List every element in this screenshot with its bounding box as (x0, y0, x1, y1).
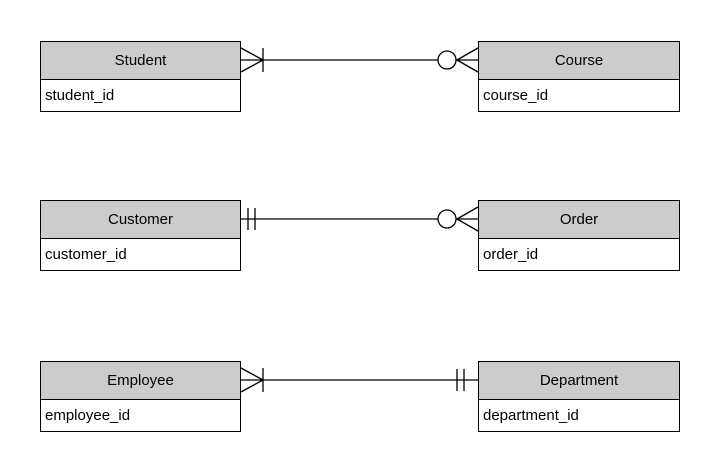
relationship-student-course (240, 47, 479, 73)
cardinality-one-or-many-icon (240, 47, 264, 73)
cardinality-exactly-one-icon (456, 369, 465, 391)
entity-course-attribute: course_id (483, 87, 549, 104)
entity-customer-attribute: customer_id (45, 246, 127, 263)
entity-course[interactable]: Course course_id (478, 41, 680, 112)
cardinality-zero-circle-icon (437, 50, 457, 70)
relationship-employee-department (240, 367, 478, 393)
entity-order[interactable]: Order order_id (478, 200, 680, 271)
cardinality-one-or-many-icon (240, 367, 264, 393)
relationship-customer-order (241, 206, 479, 232)
entity-employee[interactable]: Employee employee_id (40, 361, 241, 432)
cardinality-many-crows-foot-icon (456, 206, 479, 232)
entity-employee-attribute: employee_id (45, 407, 131, 424)
entity-department-attribute: department_id (483, 407, 579, 424)
entity-customer-title: Customer (41, 201, 240, 239)
cardinality-exactly-one-icon (247, 208, 256, 230)
entity-student-title: Student (41, 42, 240, 80)
entity-department-title: Department (479, 362, 679, 400)
entity-order-title: Order (479, 201, 679, 239)
cardinality-many-crows-foot-icon (456, 47, 479, 73)
entity-order-attribute: order_id (483, 246, 539, 263)
entity-employee-title: Employee (41, 362, 240, 400)
entity-customer[interactable]: Customer customer_id (40, 200, 241, 271)
cardinality-zero-circle-icon (437, 209, 457, 229)
entity-student[interactable]: Student student_id (40, 41, 241, 112)
entity-course-title: Course (479, 42, 679, 80)
entity-department[interactable]: Department department_id (478, 361, 680, 432)
entity-student-attribute: student_id (45, 87, 115, 104)
